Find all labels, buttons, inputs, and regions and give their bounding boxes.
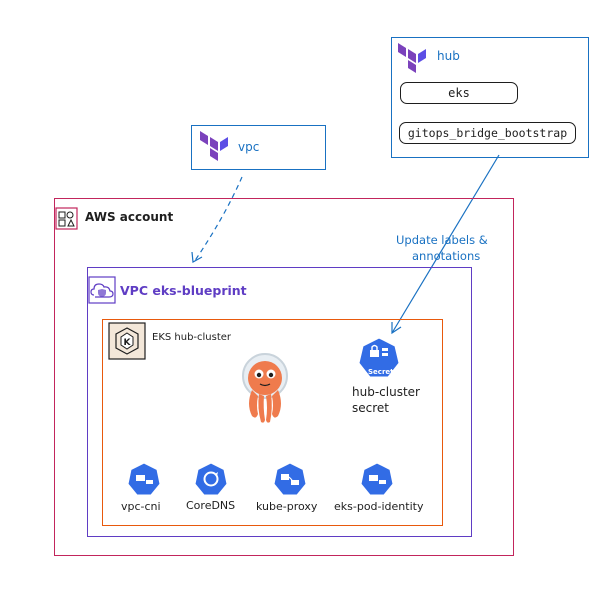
secret-badge: Secret (368, 368, 394, 376)
eks-title: EKS hub-cluster (152, 332, 232, 343)
vpc-arrow (193, 176, 243, 263)
eks-logo-icon: K (108, 322, 146, 360)
argo-octopus-icon (242, 353, 288, 423)
addon-label-vpc-cni: vpc-cni (121, 500, 161, 513)
secret-label-line1: hub-cluster (352, 385, 420, 399)
vpc-title: VPC eks-blueprint (120, 283, 247, 298)
hub-module-box (391, 37, 589, 158)
annotation-line2: annotations (412, 249, 481, 263)
hub-arrow-head (391, 322, 402, 335)
coredns-icon (194, 462, 228, 496)
hub-module-eks: eks (400, 82, 518, 104)
aws-account-box (54, 198, 514, 556)
eks-cluster-box (102, 319, 443, 526)
aws-account-title: AWS account (85, 210, 174, 224)
addon-label-coredns: CoreDNS (186, 499, 236, 512)
kube-proxy-icon (273, 462, 307, 496)
aws-account-icon (55, 207, 78, 230)
hub-title: hub (437, 49, 460, 63)
k8s-secret-icon (358, 337, 400, 378)
vpc-cni-icon (127, 462, 161, 496)
hub-module-gitops-bridge-label: gitops_bridge_bootstrap (407, 126, 568, 140)
hub-arrow (391, 154, 500, 334)
svg-text:K: K (124, 338, 132, 348)
vpc-module-box (191, 125, 326, 170)
vpc-icon (88, 276, 116, 304)
vpc-module-title: vpc (238, 140, 260, 154)
terraform-logo-icon (200, 131, 228, 161)
addon-label-eks-pod-identity: eks-pod-identity (334, 500, 424, 513)
vpc-eks-blueprint-box (87, 267, 472, 537)
addon-label-kube-proxy: kube-proxy (256, 500, 318, 513)
secret-label-line2: secret (352, 401, 389, 415)
annotation-line1: Update labels & (396, 233, 488, 247)
hub-module-gitops-bridge: gitops_bridge_bootstrap (399, 122, 576, 144)
vpc-arrow-head (191, 251, 203, 263)
terraform-logo-icon (398, 43, 426, 73)
hub-module-eks-label: eks (448, 86, 470, 100)
eks-pod-identity-icon (360, 462, 394, 496)
